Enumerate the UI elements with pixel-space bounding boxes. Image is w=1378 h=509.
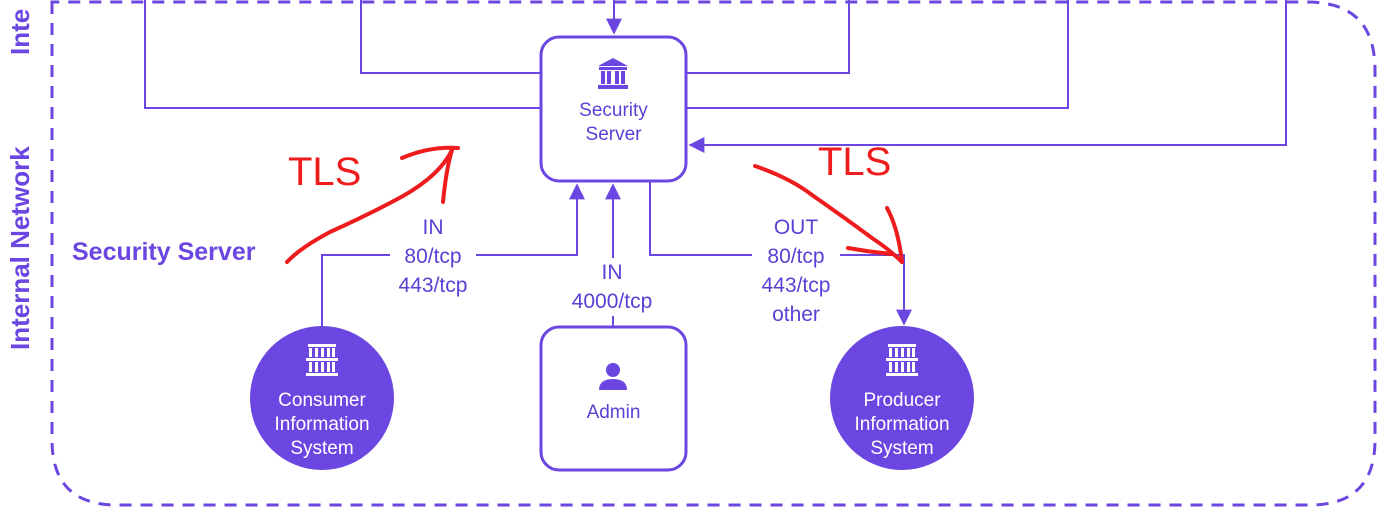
columns-icon [886, 344, 918, 376]
security-server-label-line2: Server [585, 124, 642, 145]
consumer-label: Consumer Information System [250, 389, 394, 461]
internal-network-boundary [50, 0, 1377, 507]
producer-out-direction: OUT [773, 216, 819, 239]
producer-label-line2: Information [854, 414, 950, 435]
consumer-in-port-443: 443/tcp [398, 274, 468, 297]
upstream-connections [144, 0, 1287, 153]
security-server-node[interactable] [539, 35, 688, 183]
bank-icon [598, 58, 628, 89]
admin-in-direction: IN [601, 261, 623, 284]
consumer-label-line2: Information [274, 414, 370, 435]
admin-label-text: Admin [586, 402, 641, 423]
consumer-in-ports: IN 80/tcp 443/tcp [390, 213, 476, 300]
admin-in-port-4000: 4000/tcp [571, 290, 653, 313]
security-server-side-label: Security Server [72, 238, 256, 267]
internet-zone-label: Inte [5, 8, 35, 55]
tls-annotation-strokes [285, 145, 904, 264]
consumer-label-line1: Consumer [278, 390, 366, 411]
tls-annotation-right: TLS [818, 140, 892, 184]
producer-label-line1: Producer [863, 390, 941, 411]
consumer-in-direction: IN [422, 216, 444, 239]
user-icon [599, 363, 627, 390]
producer-information-system-node[interactable] [830, 326, 974, 470]
security-server-label: Security Server [541, 99, 686, 147]
producer-out-port-80: 80/tcp [752, 242, 840, 271]
producer-out-port-443: 443/tcp [761, 274, 831, 297]
admin-in-ports: IN 4000/tcp [558, 258, 666, 316]
admin-node[interactable] [539, 325, 688, 472]
security-server-label-line1: Security [579, 100, 648, 121]
columns-icon [306, 344, 338, 376]
admin-label: Admin [541, 401, 686, 425]
consumer-information-system-node[interactable] [250, 326, 394, 470]
consumer-in-port-80: 80/tcp [390, 242, 476, 271]
internal-network-zone-label: Internal Network [5, 146, 35, 350]
producer-label: Producer Information System [830, 389, 974, 461]
producer-label-line3: System [870, 438, 934, 459]
producer-out-ports: OUT 80/tcp 443/tcp other [752, 213, 840, 329]
tls-annotation-left: TLS [288, 150, 362, 194]
producer-out-port-other: other [772, 303, 820, 326]
consumer-label-line3: System [290, 438, 354, 459]
